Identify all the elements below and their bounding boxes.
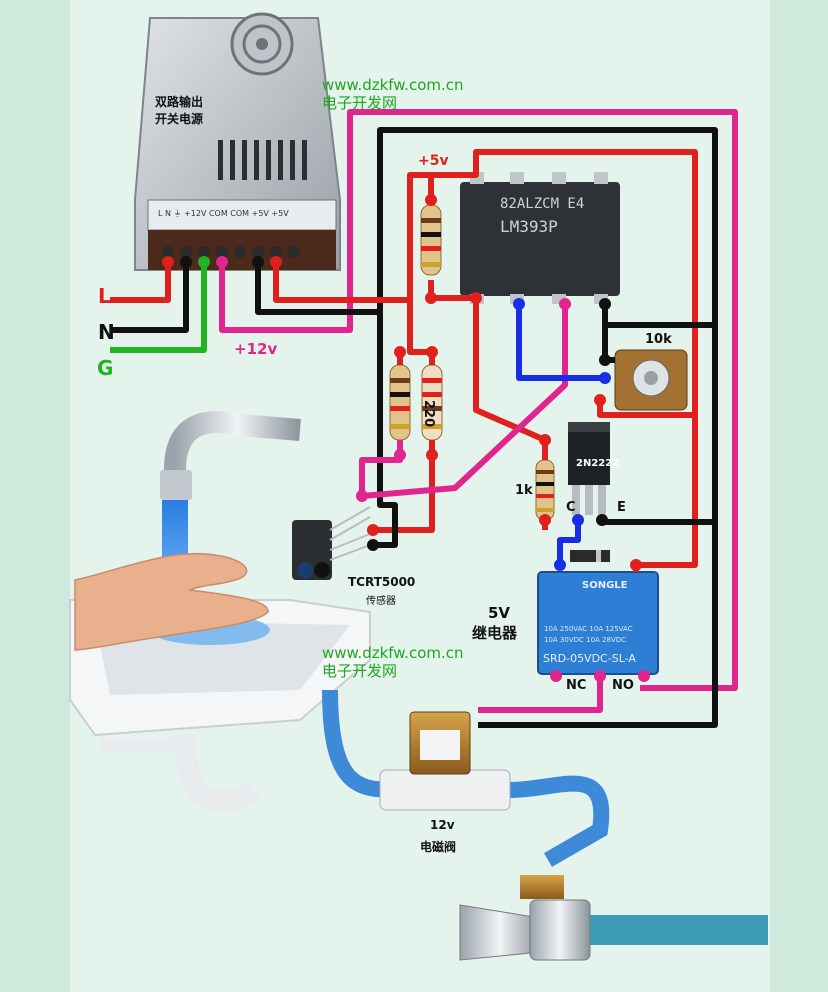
wire-chip-out — [473, 300, 548, 460]
junction-dot — [162, 256, 174, 268]
transistor-2n2222 — [568, 422, 610, 515]
relay-no-label: NO — [612, 678, 634, 693]
junction-dot — [599, 354, 611, 366]
junction-dot — [356, 490, 368, 502]
junction-dot — [599, 372, 611, 384]
relay-brand: SONGLE — [582, 580, 628, 591]
lm393-chip — [460, 172, 620, 304]
relay-model: SRD-05VDC-SL-A — [543, 652, 636, 665]
junction-dot — [599, 298, 611, 310]
resistor-220 — [421, 364, 443, 441]
junction-dot — [426, 346, 438, 358]
diode — [570, 550, 610, 562]
hands — [74, 552, 269, 651]
junction-dot — [470, 292, 482, 304]
potentiometer — [614, 349, 688, 411]
pot-label: 10k — [645, 332, 672, 347]
wire-sensor-gnd — [373, 312, 398, 548]
resistor-top — [420, 204, 442, 276]
watermark-url-mid: www.dzkfw.com.cn — [322, 644, 464, 662]
power-supply — [134, 12, 341, 271]
junction-dot — [367, 539, 379, 551]
junction-dot — [559, 298, 571, 310]
junction-dot — [594, 670, 606, 682]
junction-dot — [539, 434, 551, 446]
transistor-label: 2N2222 — [576, 458, 620, 469]
junction-dot — [513, 298, 525, 310]
angle-valve — [459, 875, 768, 961]
wire-5v-split — [407, 300, 430, 355]
valve-voltage: 12v — [430, 818, 455, 832]
wire-5v-rail — [418, 149, 698, 568]
junction-dot — [198, 256, 210, 268]
psu-terminal-labels: L N ⏚ +12V COM COM +5V +5V — [158, 209, 289, 218]
wire-relay-com-valve — [478, 675, 603, 713]
psu-title-line2: 开关电源 — [155, 112, 204, 126]
watermark-name-top: 电子开发网 — [322, 94, 398, 112]
rail-label-12v: +12v — [234, 340, 278, 358]
wire-gnd-psu — [255, 127, 718, 728]
resistor-220-label: 220 — [421, 400, 436, 428]
junction-dot — [394, 346, 406, 358]
ic-marking-line2: LM393P — [500, 217, 558, 236]
transistor-pin-e: E — [617, 500, 626, 515]
relay-rating-1: 10A 250VAC 10A 125VAC — [544, 625, 633, 633]
wire-12v — [219, 109, 738, 691]
junction-dot — [425, 292, 437, 304]
valve-caption: 电磁阀 — [420, 840, 457, 854]
mains-label-n: N — [98, 320, 115, 344]
solenoid-valve — [322, 689, 610, 867]
mains-label-g: G — [97, 356, 114, 380]
junction-dot — [594, 394, 606, 406]
junction-dot — [425, 194, 437, 206]
junction-dot — [270, 256, 282, 268]
junction-dots — [162, 194, 650, 682]
sensor-caption: 传感器 — [366, 596, 396, 607]
tcrt5000-sensor — [292, 506, 371, 580]
junction-dot — [638, 670, 650, 682]
relay-nc-label: NC — [566, 678, 587, 693]
wire-mains-g — [110, 262, 207, 353]
relay-title: 继电器 — [472, 624, 518, 642]
transistor-pin-c: C — [566, 500, 576, 515]
psu-title-line1: 双路输出 — [155, 95, 204, 109]
wire-collector — [557, 515, 581, 565]
junction-dot — [180, 256, 192, 268]
wire-mains-n — [110, 262, 189, 333]
watermark-name-mid: 电子开发网 — [322, 662, 398, 680]
sensor-model: TCRT5000 — [348, 575, 416, 589]
junction-dot — [550, 670, 562, 682]
resistor-1k — [535, 459, 555, 521]
junction-dot — [596, 514, 608, 526]
sink-scene — [69, 411, 371, 812]
relay-title-voltage: 5V — [488, 604, 511, 622]
junction-dot — [539, 514, 551, 526]
junction-dot — [572, 514, 584, 526]
ic-marking-line1: 82ALZCM E4 — [500, 196, 585, 212]
wire-mains-l — [110, 262, 171, 303]
wire-pot-wiper — [516, 304, 605, 381]
junction-dot — [554, 559, 566, 571]
resistor-left — [389, 364, 411, 441]
rail-label-5v: +5v — [418, 153, 449, 169]
junction-dot — [252, 256, 264, 268]
relay-rating-2: 10A 30VDC 10A 28VDC — [544, 636, 627, 644]
junction-dot — [216, 256, 228, 268]
junction-dot — [367, 524, 379, 536]
junction-dot — [630, 559, 642, 571]
junction-dot — [394, 449, 406, 461]
watermark-url-top: www.dzkfw.com.cn — [322, 76, 464, 94]
mains-label-l: L — [98, 284, 111, 308]
junction-dot — [426, 449, 438, 461]
resistor-1k-label: 1k — [515, 483, 533, 498]
